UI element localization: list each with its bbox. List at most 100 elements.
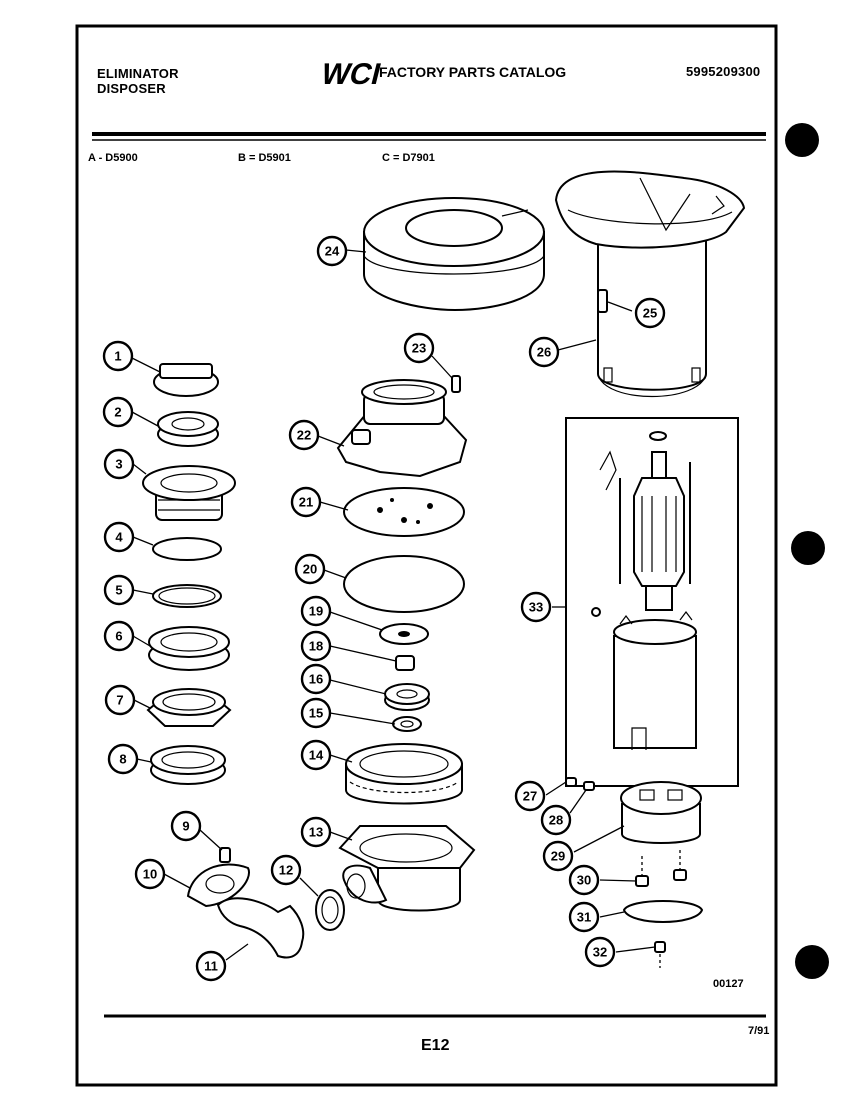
svg-text:16: 16 — [309, 672, 323, 687]
binder-hole-top — [785, 123, 819, 157]
model-b: B = D5901 — [238, 152, 291, 164]
svg-text:3: 3 — [115, 457, 122, 472]
svg-text:22: 22 — [297, 428, 311, 443]
svg-text:13: 13 — [309, 825, 323, 840]
part-seal-16 — [384, 683, 430, 711]
product-line-1: ELIMINATOR — [97, 66, 179, 81]
part-cushion-mount — [150, 745, 226, 785]
callout-3: 3 — [103, 448, 135, 480]
callout-29: 29 — [542, 840, 574, 872]
svg-text:10: 10 — [143, 867, 157, 882]
callout-7: 7 — [104, 684, 136, 716]
part-seal-ring-15 — [392, 716, 422, 732]
svg-text:11: 11 — [204, 959, 218, 974]
callout-15: 15 — [300, 697, 332, 729]
callout-18: 18 — [300, 630, 332, 662]
part-shell — [554, 170, 746, 397]
callout-12: 12 — [270, 854, 302, 886]
callout-14: 14 — [300, 739, 332, 771]
svg-text:26: 26 — [537, 345, 551, 360]
part-lower-housing — [338, 825, 476, 912]
part-grind-ring — [345, 743, 463, 805]
part-screw-9 — [219, 847, 231, 863]
callout-9: 9 — [170, 810, 202, 842]
part-screw-25 — [597, 289, 608, 313]
model-c: C = D7901 — [382, 152, 435, 164]
part-strainer — [157, 411, 219, 447]
part-coupling — [315, 889, 345, 931]
callout-32: 32 — [584, 936, 616, 968]
wci-logo-mark: WCI — [318, 57, 385, 90]
svg-text:5: 5 — [115, 583, 122, 598]
callout-20: 20 — [294, 553, 326, 585]
svg-text:6: 6 — [115, 629, 122, 644]
callout-33: 33 — [520, 591, 552, 623]
part-backup-ring — [152, 584, 222, 608]
callout-16: 16 — [300, 663, 332, 695]
callout-31: 31 — [568, 901, 600, 933]
svg-text:25: 25 — [643, 306, 657, 321]
product-name: ELIMINATOR DISPOSER — [97, 66, 179, 96]
page-border — [75, 24, 778, 1087]
part-screw-23 — [451, 375, 461, 393]
svg-text:20: 20 — [303, 562, 317, 577]
svg-text:12: 12 — [279, 863, 293, 878]
callout-2: 2 — [102, 396, 134, 428]
svg-text:31: 31 — [577, 910, 591, 925]
part-stopper — [153, 363, 219, 397]
callout-19: 19 — [300, 595, 332, 627]
callout-22: 22 — [288, 419, 320, 451]
binder-hole-middle — [791, 531, 825, 565]
callout-1: 1 — [102, 340, 134, 372]
part-discharge-elbow — [216, 897, 305, 959]
part-motor-assembly — [591, 431, 697, 750]
svg-text:33: 33 — [529, 600, 543, 615]
svg-text:29: 29 — [551, 849, 565, 864]
svg-text:1: 1 — [114, 349, 121, 364]
part-screw-27 — [565, 777, 577, 787]
callout-10: 10 — [134, 858, 166, 890]
part-sink-flange — [142, 465, 236, 521]
product-line-2: DISPOSER — [97, 81, 166, 96]
part-screw-32 — [654, 941, 666, 953]
svg-text:2: 2 — [114, 405, 121, 420]
callout-28: 28 — [540, 804, 572, 836]
part-upper-housing — [336, 379, 468, 478]
callout-6: 6 — [103, 620, 135, 652]
catalog-number: 5995209300 — [686, 64, 761, 79]
svg-text:32: 32 — [593, 945, 607, 960]
svg-text:24: 24 — [325, 244, 340, 259]
svg-text:28: 28 — [549, 813, 563, 828]
svg-text:15: 15 — [309, 706, 323, 721]
wci-logo: WCI — [316, 57, 385, 90]
part-o-ring — [343, 555, 465, 613]
svg-text:7: 7 — [116, 693, 123, 708]
part-end-bell — [620, 781, 702, 844]
callout-21: 21 — [290, 486, 322, 518]
svg-text:19: 19 — [309, 604, 323, 619]
callout-30: 30 — [568, 864, 600, 896]
callout-13: 13 — [300, 816, 332, 848]
callout-27: 27 — [514, 780, 546, 812]
part-nut-30 — [635, 869, 687, 887]
catalog-title: FACTORY PARTS CATALOG — [379, 64, 567, 80]
svg-text:27: 27 — [523, 789, 537, 804]
callout-11: 11 — [195, 950, 227, 982]
part-gasket — [152, 537, 222, 561]
svg-text:8: 8 — [119, 752, 126, 767]
svg-text:30: 30 — [577, 873, 591, 888]
part-bottom-plate — [622, 900, 704, 923]
callout-23: 23 — [403, 332, 435, 364]
callout-4: 4 — [103, 521, 135, 553]
part-sound-shield — [363, 197, 545, 312]
callout-8: 8 — [107, 743, 139, 775]
binder-hole-bottom — [795, 945, 829, 979]
wci-logo-text: WCI — [318, 58, 382, 88]
catalog-date: 7/91 — [748, 1025, 770, 1037]
svg-text:21: 21 — [299, 495, 313, 510]
callout-26: 26 — [528, 336, 560, 368]
part-lock-ring — [146, 688, 232, 727]
part-washer-19 — [379, 623, 429, 645]
svg-text:18: 18 — [309, 639, 323, 654]
